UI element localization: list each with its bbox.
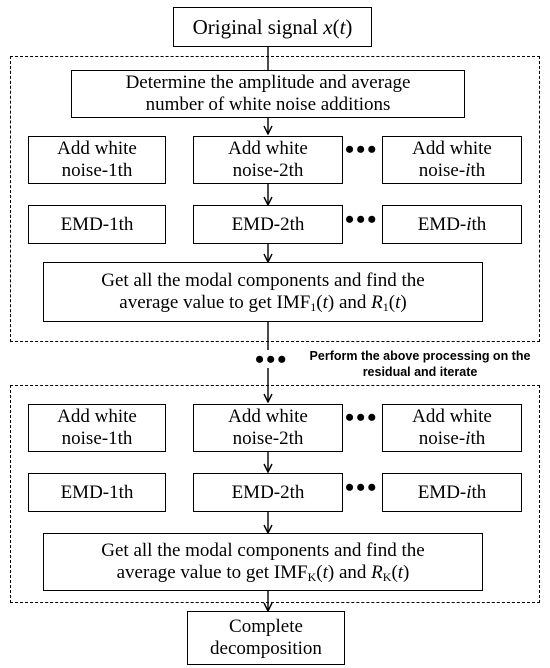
original-signal-box: Original signal x(t) [173, 7, 372, 47]
emd-1-box: EMD-1th [28, 473, 166, 512]
emd-1-box: EMD-1th [28, 205, 166, 244]
emd-2-box: EMD-2th [193, 473, 343, 512]
determine-noise-box: Determine the amplitude and average numb… [71, 70, 465, 118]
ellipsis-dots: ••• [345, 473, 379, 502]
section1-dashed-frame [10, 56, 540, 342]
add-noise-1-box: Add white noise-1th [28, 404, 166, 452]
add-noise-i-box: Add white noise-ith [382, 136, 522, 184]
add-noise-1-box: Add white noise-1th [28, 136, 166, 184]
ellipsis-dots: ••• [345, 403, 379, 432]
result-imfk-box: Get all the modal components and find th… [43, 533, 483, 591]
emd-2-box: EMD-2th [193, 205, 343, 244]
add-noise-i-box: Add white noise-ith [382, 404, 522, 452]
iterate-note: Perform the above processing on the resi… [309, 349, 531, 379]
section2-dashed-frame [10, 385, 540, 603]
ellipsis-dots: ••• [345, 205, 379, 234]
emd-i-box: EMD-ith [382, 205, 522, 244]
add-noise-2-box: Add white noise-2th [193, 136, 343, 184]
ellipsis-dots: ••• [255, 345, 289, 374]
add-noise-2-box: Add white noise-2th [193, 404, 343, 452]
result-imf1-box: Get all the modal components and find th… [43, 262, 483, 322]
ellipsis-dots: ••• [345, 135, 379, 164]
emd-i-box: EMD-ith [382, 473, 522, 512]
complete-decomposition-box: Complete decomposition [187, 611, 345, 665]
